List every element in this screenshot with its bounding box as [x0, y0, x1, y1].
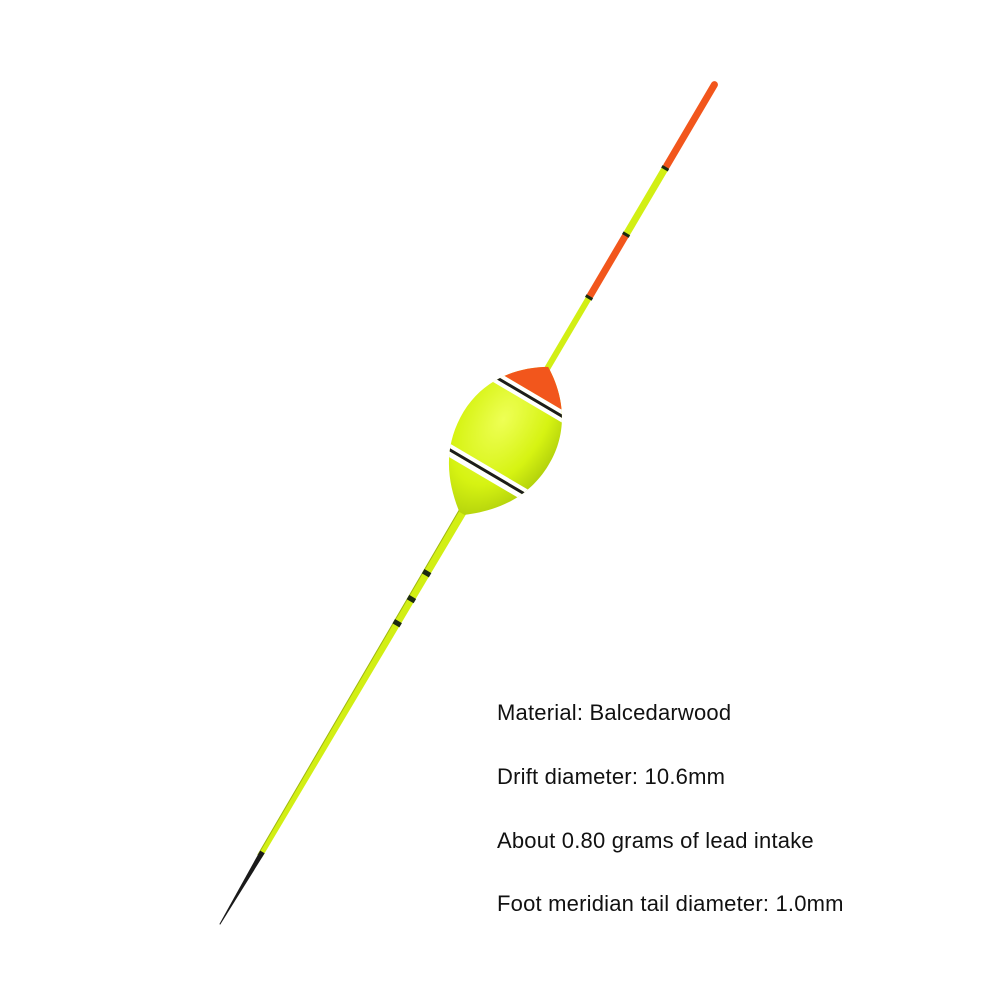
antenna-segment-green: [622, 166, 668, 237]
keel-band: [392, 619, 402, 628]
keel-tip: [219, 850, 265, 925]
antenna-segment-orange-top: [663, 81, 718, 170]
antenna-segment-orange: [585, 233, 629, 300]
float-body: [448, 366, 562, 515]
spec-lead-intake: About 0.80 grams of lead intake: [497, 828, 814, 853]
spec-tail-diameter: Foot meridian tail diameter: 1.0mm: [497, 891, 844, 916]
spec-material: Material: Balcedarwood: [497, 700, 732, 725]
spec-drift-diameter: Drift diameter: 10.6mm: [497, 764, 726, 789]
float-keel-stem: [257, 505, 469, 858]
antenna-band: [585, 294, 594, 301]
antenna-segment-green-lower: [543, 296, 592, 373]
keel-band: [421, 569, 432, 578]
antenna-band: [661, 165, 670, 172]
antenna-band: [622, 231, 631, 238]
keel-band: [406, 594, 417, 604]
